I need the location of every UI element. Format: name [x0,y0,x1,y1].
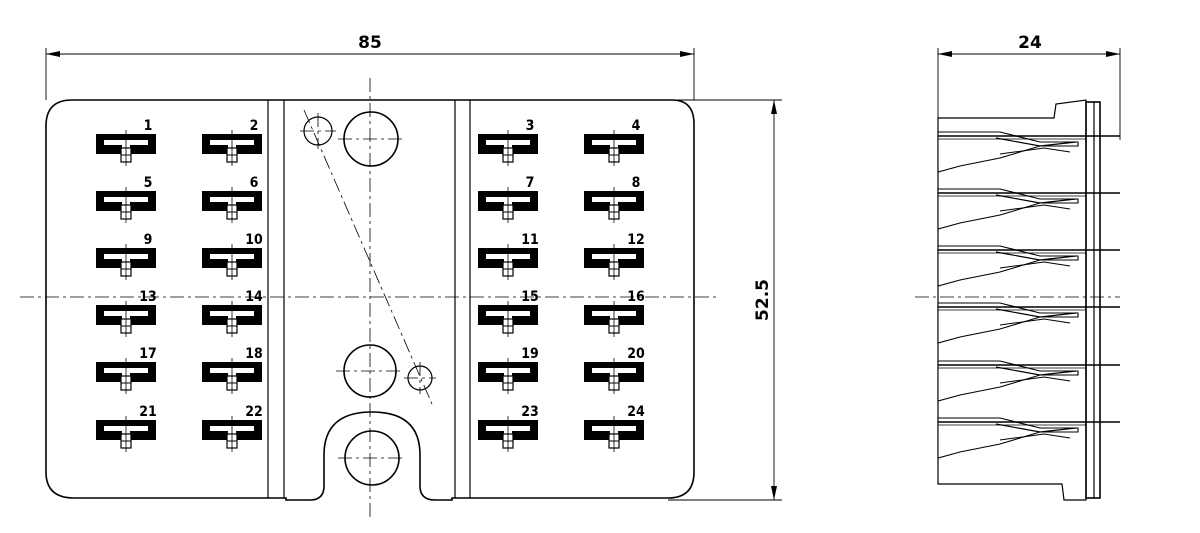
terminal: 11 [478,232,539,280]
pin-label: 3 [526,118,535,134]
cavity-outline [937,131,1079,173]
pin-label: 11 [521,232,539,248]
pin-label: 7 [526,175,535,191]
pin-label: 16 [627,289,645,305]
pin-label: 13 [139,289,157,305]
spring-contact [995,194,1077,204]
terminal: 10 [202,232,263,280]
spring-contact [995,423,1077,433]
terminal: 23 [478,404,539,452]
terminal: 17 [96,346,157,394]
spring-contact [999,433,1071,441]
terminal: 19 [478,346,539,394]
pin-label: 15 [521,289,539,305]
cavity-outline [937,188,1079,230]
contact-cavity [937,245,1120,287]
terminal: 12 [584,232,645,280]
pin-label: 17 [139,346,157,362]
contact-cavity [937,188,1120,230]
terminal: 24 [584,404,645,452]
spring-contact [999,261,1071,269]
spring-contact [995,137,1077,147]
terminal: 13 [96,289,157,337]
spring-contact [995,251,1077,261]
front-outline [45,99,695,501]
terminal: 18 [202,346,263,394]
terminal: 5 [96,175,156,223]
terminal: 15 [478,289,539,337]
terminal: 2 [202,118,262,166]
pin-label: 18 [245,346,263,362]
spring-contact [999,376,1071,384]
contact-cavity [937,417,1120,459]
pin-label: 2 [250,118,259,134]
pin-label: 5 [144,175,153,191]
pin-label: 8 [632,175,641,191]
terminal: 9 [96,232,156,280]
terminal: 6 [202,175,262,223]
pin-label: 4 [632,118,641,134]
pin-label: 24 [627,404,645,420]
height-dimension-label: 52.5 [753,279,773,321]
side-rear-plate [1085,101,1101,499]
pin-label: 23 [521,404,539,420]
terminal: 14 [202,289,263,337]
contact-cavity [937,360,1120,402]
contact-cavity [937,302,1120,344]
pin-label: 21 [139,404,157,420]
terminal: 16 [584,289,645,337]
depth-dimension: 24 [937,33,1121,140]
height-dimension: 52.5 [668,99,782,501]
pin-label: 14 [245,289,263,305]
terminal: 8 [584,175,644,223]
width-dimension: 85 [45,33,695,100]
pin-label: 19 [521,346,539,362]
pin-label: 9 [144,232,153,248]
pin-label: 22 [245,404,263,420]
terminal: 21 [96,404,157,452]
depth-dimension-label: 24 [1018,33,1042,53]
cavity-outline [937,417,1079,459]
pin-label: 1 [144,118,153,134]
terminal: 22 [202,404,263,452]
cavity-outline [937,302,1079,344]
pin-label: 10 [245,232,263,248]
terminal: 1 [96,118,156,166]
cavity-outline [937,360,1079,402]
pin-label: 6 [250,175,259,191]
contact-cavity [937,131,1120,173]
terminal: 4 [584,118,644,166]
pin-label: 12 [627,232,645,248]
spring-contact [999,318,1071,326]
spring-contact [995,366,1077,376]
side-view: 24 [915,33,1121,501]
terminal: 3 [478,118,538,166]
spring-contact [999,147,1071,155]
width-dimension-label: 85 [358,33,382,53]
diagonal-centerline [303,109,433,405]
pin-label: 20 [627,346,645,362]
contact-cavities [937,131,1120,459]
terminal: 7 [478,175,538,223]
spring-contact [995,308,1077,318]
cavity-outline [937,245,1079,287]
spring-contact [999,204,1071,212]
terminal: 20 [584,346,645,394]
